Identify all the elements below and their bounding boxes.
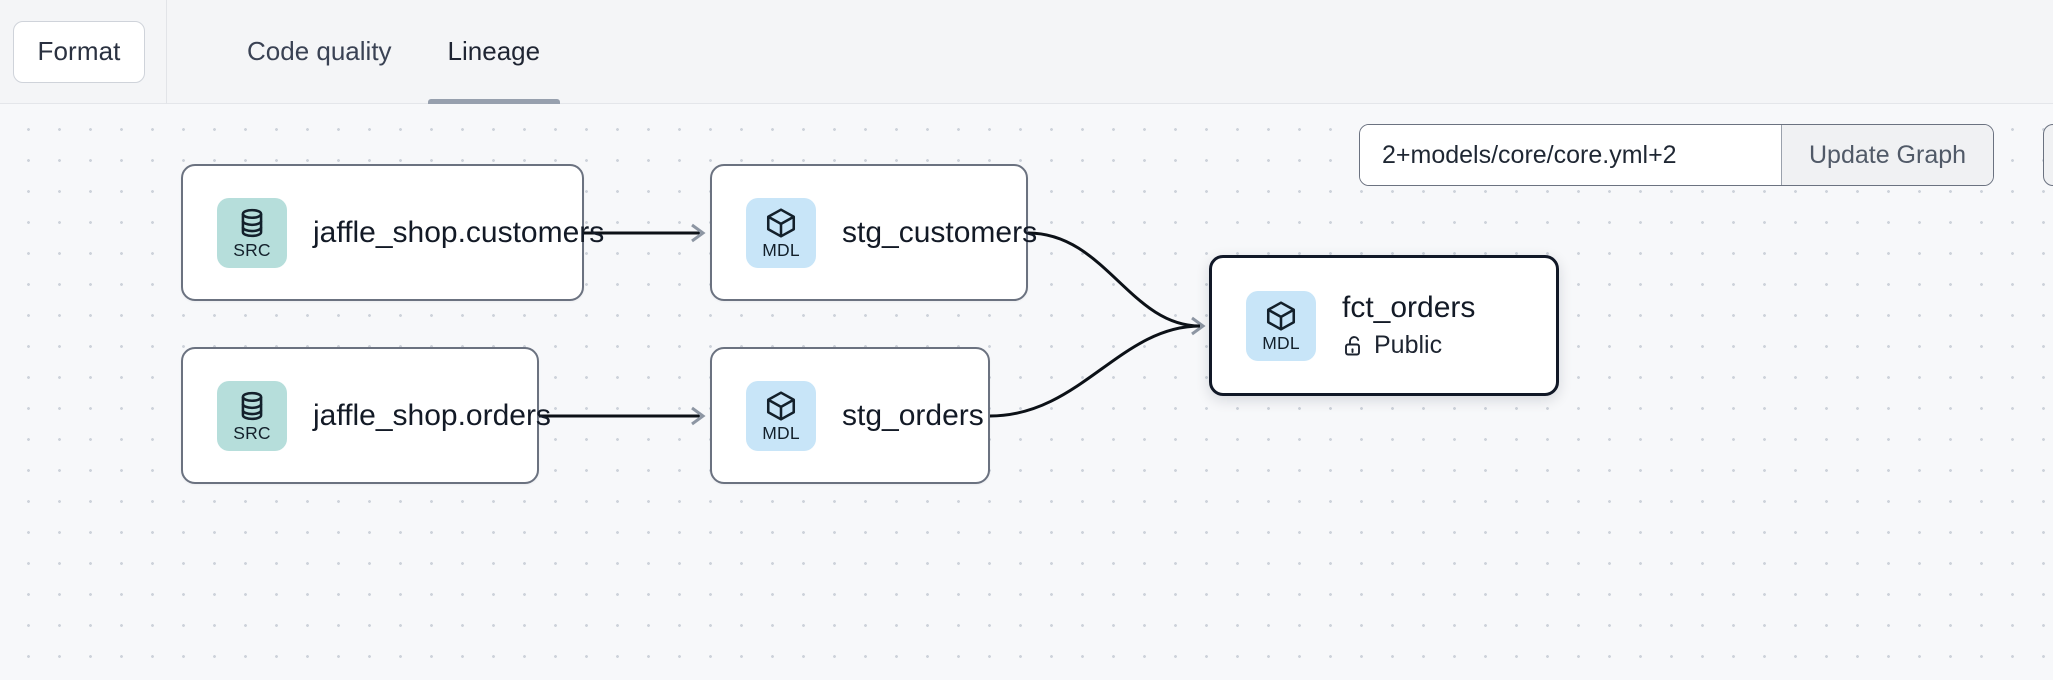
editor-header: Format Code quality Lineage xyxy=(0,0,2053,104)
model-selector-input[interactable] xyxy=(1360,125,1781,185)
edge-arrowhead xyxy=(1191,316,1206,336)
model-badge: MDL xyxy=(746,197,816,268)
edge-stg-customers-to-fct-orders xyxy=(1027,231,1201,328)
badge-label: MDL xyxy=(762,422,800,443)
lineage-canvas[interactable]: SRC jaffle_shop.customers MDL stg_custom… xyxy=(0,104,2053,680)
node-text: fct_orders Public xyxy=(1342,291,1475,360)
unlock-icon xyxy=(1345,335,1360,355)
model-badge: MDL xyxy=(1246,290,1316,361)
tab-bar: Code quality Lineage xyxy=(219,0,568,104)
badge-label: MDL xyxy=(1262,332,1300,353)
cube-icon xyxy=(766,391,796,421)
edge-stg-orders-to-fct-orders xyxy=(989,324,1201,418)
database-icon xyxy=(241,391,263,420)
lineage-node-jaffle-shop-orders[interactable]: SRC jaffle_shop.orders xyxy=(181,347,551,484)
edge-arrowhead xyxy=(691,223,706,243)
lineage-node-fct-orders[interactable]: MDL fct_orders Public xyxy=(1209,255,1559,396)
node-text: jaffle_shop.orders xyxy=(313,399,551,432)
lineage-node-stg-orders[interactable]: MDL stg_orders xyxy=(710,347,990,484)
header-divider xyxy=(166,0,167,104)
node-title: jaffle_shop.customers xyxy=(313,216,605,249)
lineage-edges xyxy=(539,223,1206,426)
node-title: stg_orders xyxy=(842,399,984,432)
lineage-node-jaffle-shop-customers[interactable]: SRC jaffle_shop.customers xyxy=(181,164,604,301)
source-badge: SRC xyxy=(217,380,287,451)
model-badge: MDL xyxy=(746,380,816,451)
badge-label: SRC xyxy=(233,422,271,443)
graph-options-button[interactable] xyxy=(2043,124,2053,186)
edge-arrowhead xyxy=(691,406,706,426)
graph-toolbar: Update Graph xyxy=(1359,124,1995,186)
cube-icon xyxy=(1266,301,1296,331)
node-access-label: Public xyxy=(1374,331,1443,359)
lineage-node-stg-customers[interactable]: MDL stg_customers xyxy=(710,164,1037,301)
badge-label: MDL xyxy=(762,239,800,260)
node-title: stg_customers xyxy=(842,216,1038,249)
node-title: jaffle_shop.orders xyxy=(313,399,551,432)
node-title: fct_orders xyxy=(1342,291,1476,324)
tab-lineage[interactable]: Lineage xyxy=(420,0,569,104)
node-text: stg_customers xyxy=(842,216,1037,249)
tab-code-quality[interactable]: Code quality xyxy=(247,36,392,66)
node-text: stg_orders xyxy=(842,399,984,432)
badge-label: SRC xyxy=(233,239,271,260)
cube-icon xyxy=(766,208,796,238)
node-text: jaffle_shop.customers xyxy=(313,216,604,249)
database-icon xyxy=(241,208,263,237)
format-button[interactable]: Format xyxy=(13,20,145,83)
node-access-badge: Public xyxy=(1342,331,1475,360)
source-badge: SRC xyxy=(217,197,287,268)
update-graph-button[interactable]: Update Graph xyxy=(1781,125,1994,185)
